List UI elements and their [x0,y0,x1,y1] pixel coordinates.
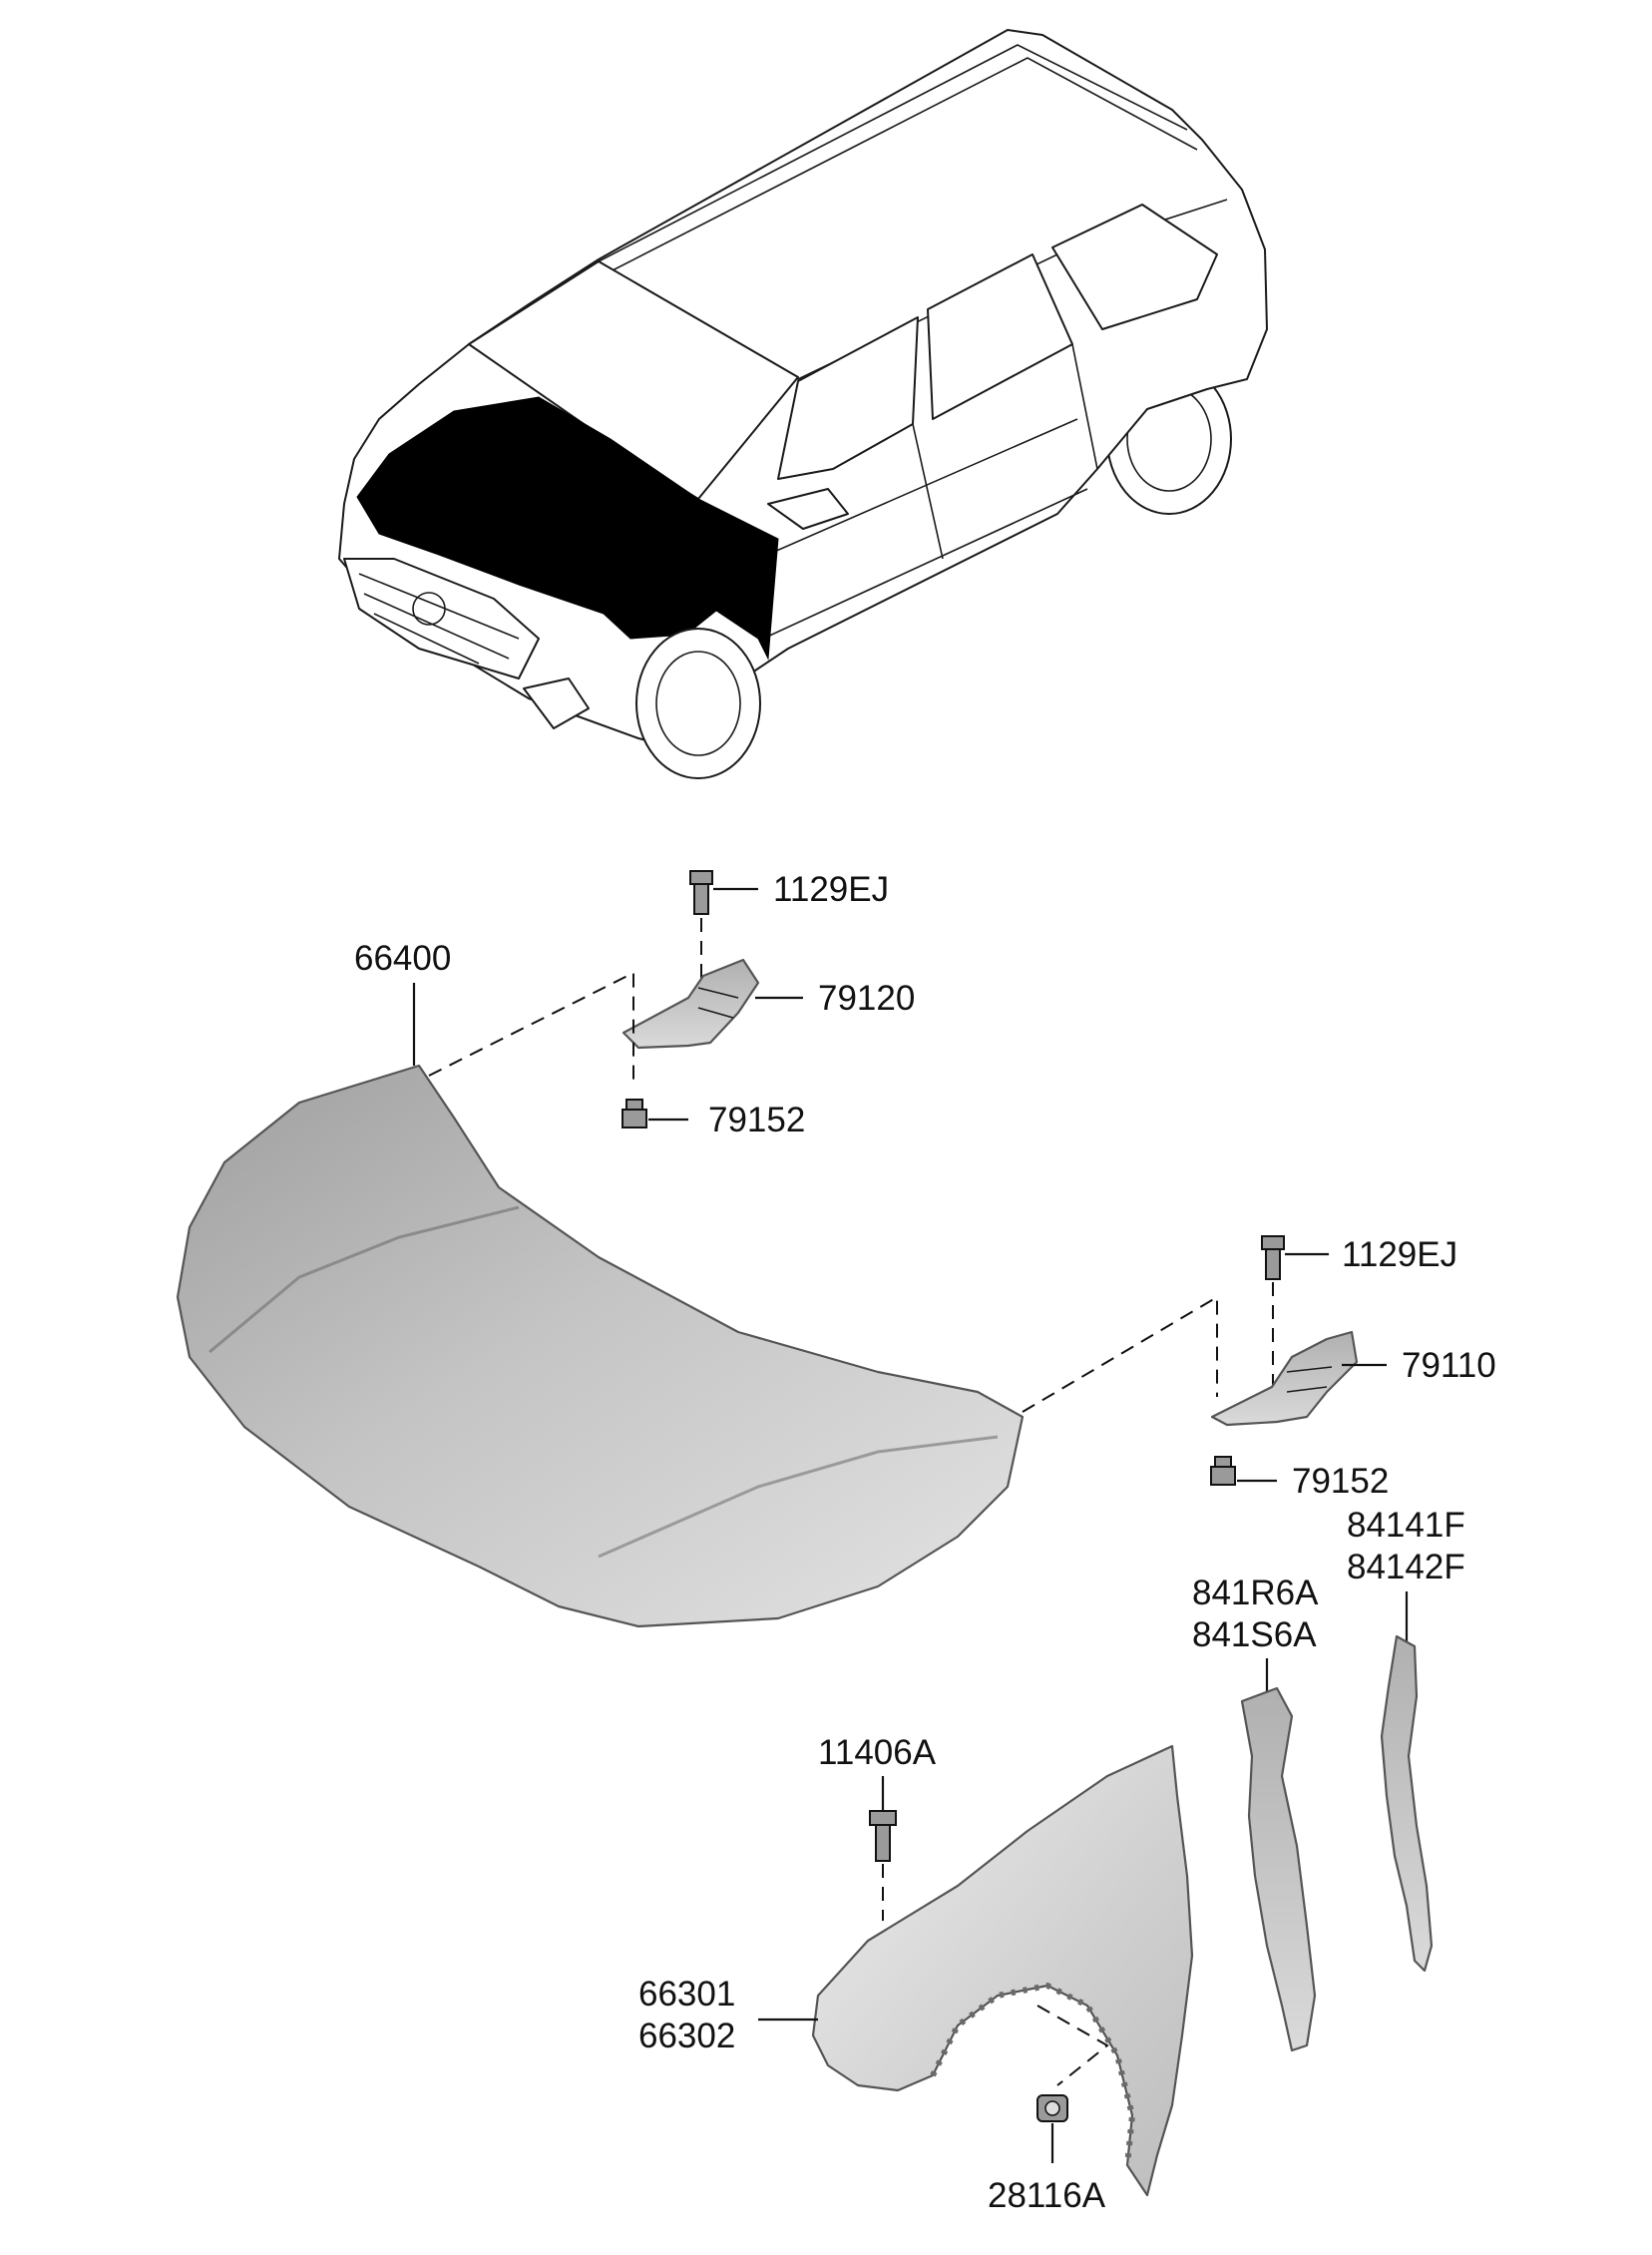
hinge-right-group: 1129EJ 79110 79152 [1022,1235,1496,1501]
hood-panel-icon: 66400 [176,939,1025,1628]
bracket-rear-group: 84141F 84142F [1347,1506,1465,1973]
part-label: 79110 [1402,1346,1496,1385]
part-label: 66302 [638,2017,735,2055]
hood-highlight [356,396,779,661]
part-label: 79152 [708,1101,805,1139]
part-label: 79120 [818,979,915,1018]
bolt-icon [689,870,713,915]
bolt-icon [621,1099,647,1128]
bracket-front-group: 841R6A 841S6A [1192,1574,1319,2052]
hinge-icon [621,958,760,1050]
part-label: 66400 [354,939,451,978]
fender-panel-icon [811,1744,1194,2197]
hinge-left-group: 1129EJ 79120 79152 [428,870,915,1139]
part-label: 841R6A [1192,1574,1319,1612]
bracket-icon [1240,1686,1317,2052]
part-label: 79152 [1292,1462,1389,1501]
nut-icon [1036,2094,1068,2122]
bracket-icon [1380,1634,1434,1973]
bolt-icon [869,1810,897,1862]
vehicle-overview-icon [338,29,1268,779]
part-label: 66301 [638,1975,735,2014]
bolt-icon [1261,1235,1285,1280]
fender-group: 11406A 66301 66302 28116A [638,1733,1194,2215]
bolt-icon [1210,1456,1236,1486]
part-label: 28116A [988,2176,1106,2215]
part-label: 11406A [818,1733,937,1772]
part-label: 84142F [1347,1548,1465,1586]
part-label: 1129EJ [1342,1235,1457,1274]
part-label: 841S6A [1192,1615,1317,1654]
part-label: 1129EJ [773,870,889,909]
hinge-icon [1210,1330,1359,1427]
part-label: 84141F [1347,1506,1465,1545]
